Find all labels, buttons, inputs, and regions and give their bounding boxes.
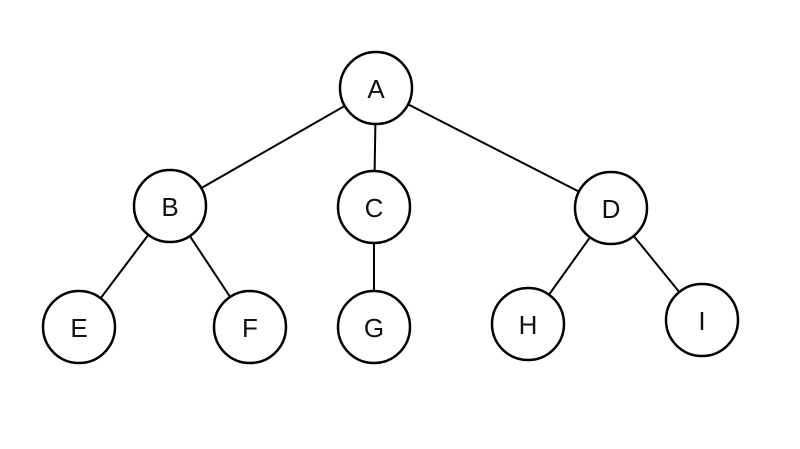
node-circle-A (338, 50, 414, 126)
node-D: D (573, 170, 649, 246)
node-I: I (664, 282, 740, 358)
node-E: E (41, 289, 117, 365)
node-B: B (132, 168, 208, 244)
node-circle-D (573, 170, 649, 246)
node-circle-E (41, 289, 117, 365)
node-circle-G (336, 289, 412, 365)
node-circle-F (212, 289, 288, 365)
node-A: A (338, 50, 414, 126)
node-C: C (336, 169, 412, 245)
node-G: G (336, 289, 412, 365)
edge-A-B (169, 87, 377, 207)
edge-A-D (375, 87, 612, 209)
node-circle-B (132, 168, 208, 244)
node-F: F (212, 289, 288, 365)
node-circle-I (664, 282, 740, 358)
node-circle-C (336, 169, 412, 245)
node-circle-H (490, 286, 566, 362)
node-H: H (490, 286, 566, 362)
